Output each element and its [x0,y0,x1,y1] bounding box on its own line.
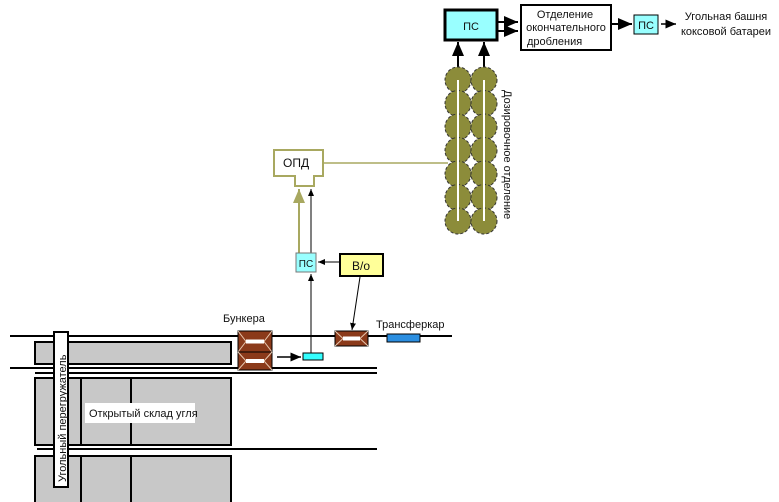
bunkers [237,330,369,371]
mid-ps-label: ПС [299,259,313,270]
bunker [334,330,369,347]
final-crushing-ps-label: ПС [463,21,479,33]
bunker [237,351,273,371]
final-crushing-line-2: окончательного [526,22,606,34]
tower-ps-box: ПС [633,14,659,35]
open-coal-yard-label: Открытый склад угля [89,408,198,420]
open-coal-yard-label-bg [85,403,195,423]
bunker [237,330,273,353]
rail-tracks [10,335,452,450]
coal-tower-label-2: коксовой батареи [681,26,771,38]
final-crushing-line-1: Отделение [537,9,593,21]
final-crushing-line-3: дробления [527,36,582,48]
dosing-department-label: Дозировочное отделение [501,90,513,219]
transfer-car-label: Трансферкар [376,319,445,331]
transfer-car [386,333,421,343]
arrow-vo-to-bunker [350,276,361,331]
final-crushing-box: Отделение окончательного дробления [520,4,612,51]
final-crushing-ps-box: ПС [443,8,499,42]
dosing-bins [444,66,498,235]
coal-reloader: Угольный перегружатель [53,331,69,488]
opd-box: ОПД [273,149,324,187]
tower-ps-label: ПС [638,20,654,32]
bunkers-label: Бункера [223,313,266,325]
vo-label: В/о [352,259,370,273]
mid-ps-box: ПС [295,252,317,273]
coal-reloader-label: Угольный перегружатель [57,354,69,482]
vo-box: В/о [339,253,384,277]
feeder [302,352,324,361]
opd-label: ОПД [283,156,309,170]
coal-tower-label-1: Угольная башня [685,11,768,23]
